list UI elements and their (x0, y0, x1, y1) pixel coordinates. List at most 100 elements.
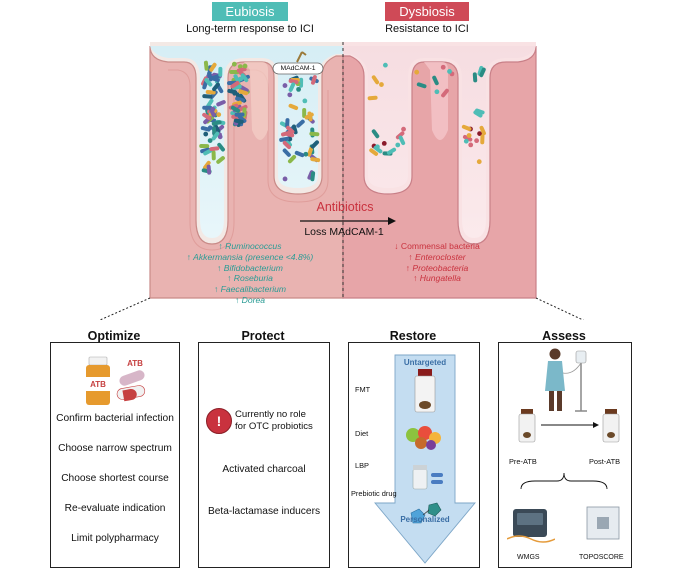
bacterium-coccus (282, 83, 288, 88)
taxa-item: ↑ Faecalibacterium (213, 284, 287, 295)
bacterium-rod (473, 110, 483, 118)
bacterium-rod (230, 105, 241, 113)
bacterium-rod (212, 82, 220, 92)
bacterium-rod (238, 104, 248, 112)
left-villus-wall (149, 45, 344, 299)
bacterium-coccus (401, 126, 406, 132)
taxa-item: ↓ Commensal bacteria (394, 241, 480, 251)
zoom-line-right (535, 297, 585, 320)
bacterium-coccus (447, 69, 452, 74)
protect-panel: ! Currently no role for OTC probiotics A… (198, 342, 330, 568)
eubiosis-tag: Eubiosis (212, 2, 288, 21)
pathobiont-bacteria-cluster (367, 62, 486, 165)
bacterium-rod (229, 70, 240, 75)
optimize-item: Limit polypharmacy (71, 533, 159, 544)
bacterium-rod (474, 108, 485, 115)
diet-food-icon (406, 426, 441, 450)
bacterium-rod (211, 120, 222, 126)
dysbiosis-subtitle: Resistance to ICI (385, 23, 469, 35)
bacterium-rod (218, 66, 223, 77)
loss-madcam1-label: Loss MAdCAM-1 (304, 226, 384, 238)
bacterium-rod (310, 171, 316, 182)
restore-step: LBP (355, 461, 369, 470)
bacterium-coccus (238, 76, 244, 82)
bacterium-rod (227, 88, 238, 95)
bacterium-rod (288, 82, 296, 92)
commensal-bacteria-cluster (199, 60, 321, 182)
method-label: TOPOSCORE (579, 554, 624, 561)
bacterium-rod (281, 130, 291, 137)
bacterium-coccus (242, 63, 248, 69)
atb-badge-pill: ATB (127, 359, 143, 368)
bacterium-rod (202, 105, 213, 110)
dysbiosis-taxa-list: ↓ Commensal bacteria ↑ Enterocloster ↑ P… (352, 241, 522, 284)
protect-item: Activated charcoal (222, 464, 306, 475)
bacterium-coccus (474, 138, 480, 144)
taxa-item: ↑ Enterocloster (408, 251, 466, 262)
bacterium-coccus (207, 138, 213, 143)
bacterium-coccus (434, 89, 440, 95)
bacterium-rod (236, 67, 247, 73)
left-lumen (150, 46, 343, 238)
lbp-vial-icon (412, 465, 443, 490)
bacterium-rod (213, 124, 221, 134)
bacterium-rod (302, 108, 307, 119)
bacterium-coccus (414, 69, 420, 75)
bacterium-coccus (296, 86, 301, 92)
bacterium-rod (307, 146, 314, 157)
pre-atb-label: Pre-ATB (509, 457, 537, 466)
bacterium-rod (299, 77, 304, 88)
bacterium-rod (367, 95, 378, 101)
bacterium-rod (386, 147, 397, 155)
bacterium-rod (237, 115, 247, 123)
bacterium-coccus (379, 82, 384, 87)
bacterium-rod (310, 157, 321, 163)
sample-tubes-icon (518, 409, 620, 443)
bacterium-coccus (203, 131, 209, 137)
taxa-item: ↑ Ruminococcus (218, 241, 282, 251)
optimize-item: Re-evaluate indication (64, 503, 166, 514)
bacterium-rod (310, 140, 320, 149)
optimize-item: Confirm bacterial infection (56, 413, 174, 424)
bacterium-rod (480, 134, 485, 145)
optimize-panel: ATB ATB Confirm bacterial infection Choo… (50, 342, 180, 568)
bacterium-coccus (210, 106, 216, 112)
bacterium-rod (472, 72, 478, 83)
patient-infusion-icon (545, 348, 587, 412)
bacterium-coccus (287, 92, 293, 98)
probiotics-note: Currently no role for OTC probiotics (235, 409, 313, 432)
bacterium-rod (202, 112, 212, 121)
bacterium-coccus (468, 142, 474, 148)
bacterium-rod (233, 118, 244, 124)
method-label: WMGS (517, 554, 540, 561)
bacterium-rod (288, 103, 299, 111)
bacterium-rod (234, 112, 245, 117)
untargeted-label: Untargeted (403, 358, 447, 367)
bacterium-coccus (216, 112, 222, 118)
bacterium-coccus (303, 151, 309, 157)
bacterium-coccus (382, 62, 388, 68)
bacterium-rod (371, 75, 380, 85)
bacterium-coccus (466, 133, 472, 138)
zoom-line-left (98, 297, 151, 320)
eubiosis-subtitle: Long-term response to ICI (186, 23, 314, 35)
optimize-title: Optimize (87, 329, 141, 343)
bacterium-rod (238, 89, 249, 96)
bacterium-coccus (476, 159, 482, 165)
bacterium-coccus (282, 176, 288, 182)
protect-title: Protect (241, 329, 285, 343)
bacterium-rod (477, 65, 484, 76)
restore-step: Prebiotic drug (351, 489, 397, 498)
bacterium-rod (205, 90, 216, 95)
post-atb-label: Post-ATB (589, 457, 621, 466)
villus-core (424, 62, 448, 140)
antibiotics-label: Antibiotics (316, 200, 374, 214)
bacterium-rod (203, 60, 209, 71)
right-villus-wall (342, 45, 537, 299)
bacterium-rod (462, 134, 473, 142)
optimize-item: Choose shortest course (61, 473, 169, 484)
bacterium-rod (209, 62, 217, 72)
antibiotic-bottle-icon (86, 356, 146, 405)
bacterium-rod (233, 74, 241, 84)
villus-core (244, 62, 268, 140)
